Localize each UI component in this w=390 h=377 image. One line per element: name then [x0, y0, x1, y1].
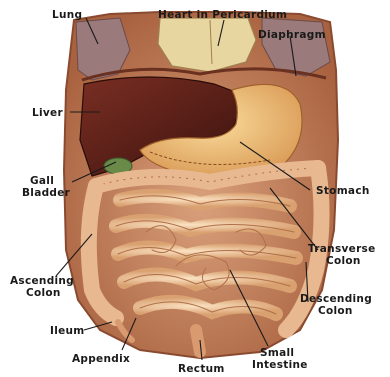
label-descending-1: Descending [300, 293, 372, 305]
label-descending-2: Colon [318, 305, 353, 317]
label-heart: Heart in Pericardium [158, 9, 287, 21]
label-diaphragm: Diaphragm [258, 29, 326, 41]
label-transverse-2: Colon [326, 255, 361, 267]
label-small-intestine-2: Intestine [252, 359, 308, 371]
label-ileum: Ileum [50, 325, 85, 337]
label-stomach: Stomach [316, 185, 370, 197]
label-ascending-2: Colon [26, 287, 61, 299]
label-gall-bladder-1: Gall [30, 175, 54, 187]
label-rectum: Rectum [178, 363, 225, 375]
heart [158, 18, 256, 72]
rectum [196, 330, 200, 352]
label-gall-bladder-2: Bladder [22, 187, 71, 199]
label-lung: Lung [52, 9, 82, 21]
label-small-intestine-1: Small [260, 347, 294, 359]
label-ascending-1: Ascending [10, 275, 74, 287]
label-appendix: Appendix [72, 353, 130, 365]
label-transverse-1: Transverse [308, 243, 376, 255]
label-liver: Liver [32, 107, 63, 119]
